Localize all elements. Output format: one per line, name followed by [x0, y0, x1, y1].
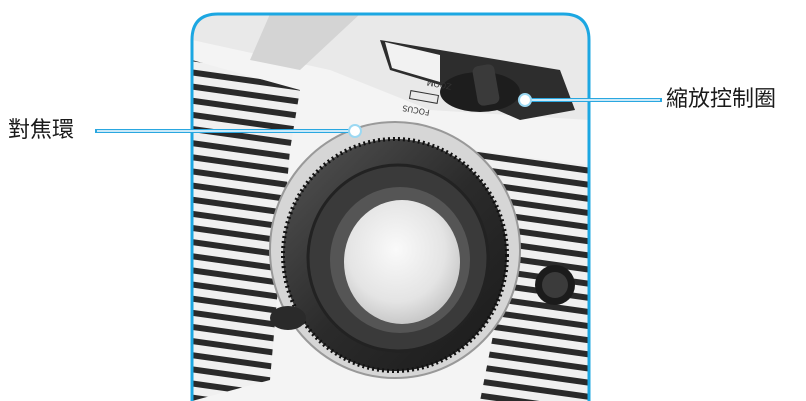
- highlight-frame: [190, 12, 591, 401]
- zoom-marking: ZOOM: [426, 78, 452, 91]
- focus-leader-dot: [348, 124, 362, 138]
- zoom-leader-dot: [518, 93, 532, 107]
- zoom-lever-label: 縮放控制圈: [666, 87, 777, 112]
- focus-ring-label: 對焦環: [8, 118, 75, 143]
- foot: [270, 306, 306, 330]
- projector-illustration: ZOOM FOCUS: [192, 14, 589, 401]
- lens-glass: [344, 200, 460, 324]
